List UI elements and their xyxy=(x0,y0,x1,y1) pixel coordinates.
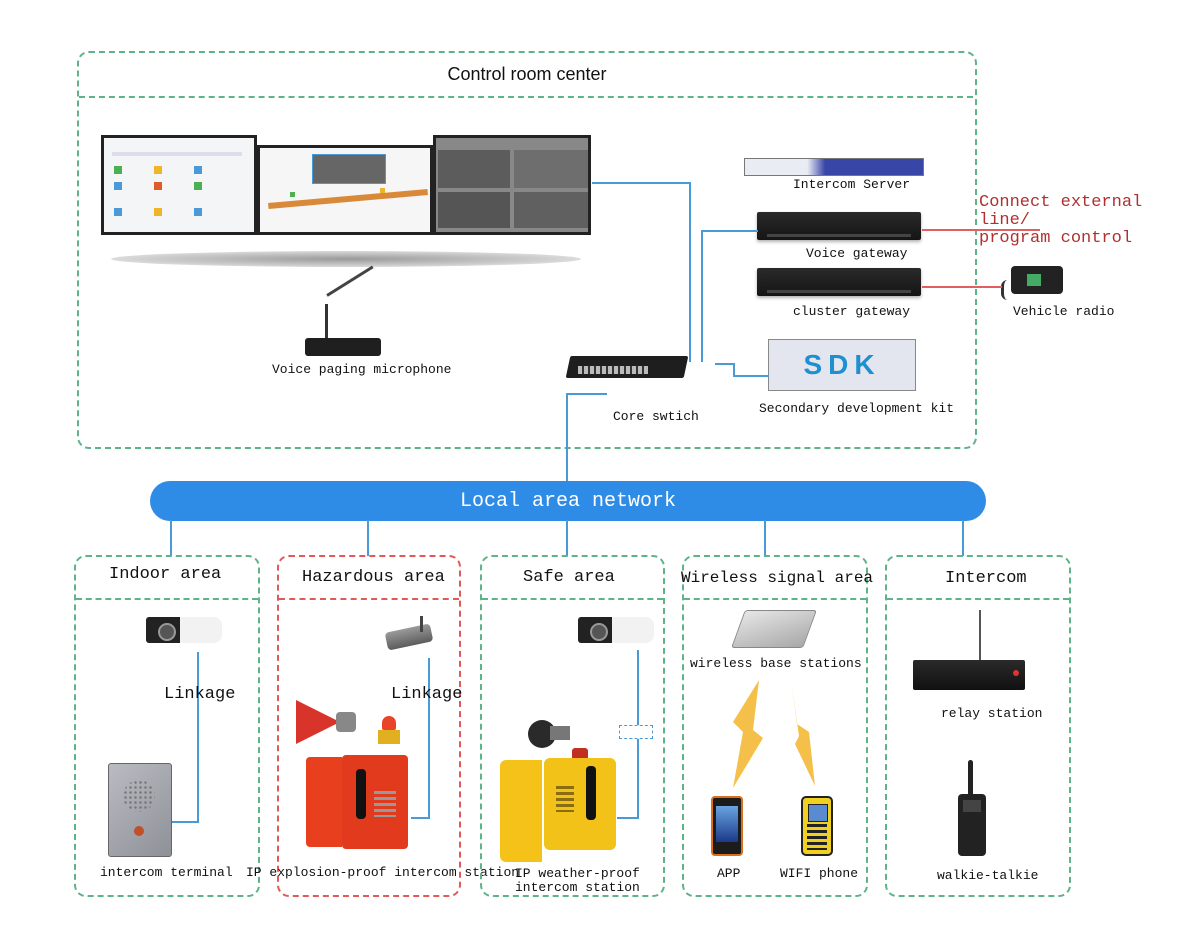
lightning-bolt-right xyxy=(791,680,815,786)
wire-external-line xyxy=(922,229,1040,231)
hazardous-link-wire-h xyxy=(411,817,430,819)
wifi-phone-label: WIFI phone xyxy=(780,866,859,881)
intercom-server-device xyxy=(744,158,924,176)
horn-speaker-red xyxy=(296,700,358,746)
explosion-proof-station xyxy=(306,755,410,851)
sdk-box: SDK xyxy=(768,339,916,391)
hazardous-area-divider xyxy=(279,598,459,600)
monitor-center xyxy=(257,145,433,235)
control-room-title: Control room center xyxy=(447,64,607,84)
safe-area-divider xyxy=(482,598,663,600)
wireless-area-box xyxy=(682,555,868,897)
hazardous-area-title: Hazardous area xyxy=(302,568,445,587)
hazardous-linkage-label: Linkage xyxy=(391,685,463,704)
lan-drop-hazardous xyxy=(367,520,369,556)
paging-microphone xyxy=(303,265,383,358)
monitor-right xyxy=(433,135,591,235)
wire-monitor-switch-h xyxy=(592,182,690,184)
safe-area-box xyxy=(480,555,665,897)
weather-proof-station xyxy=(500,748,618,866)
monitor-left xyxy=(101,135,257,235)
lan-drop-safe xyxy=(566,520,568,556)
safe-area-title: Safe area xyxy=(523,568,615,587)
wire-sdk-2 xyxy=(733,363,735,376)
hazardous-area-box xyxy=(277,555,461,897)
lan-drop-wireless xyxy=(764,520,766,556)
lan-drop-intercom xyxy=(962,520,964,556)
indoor-link-wire-v xyxy=(197,652,199,822)
wire-sdk-3 xyxy=(733,375,769,377)
cluster-gateway-label: cluster gateway xyxy=(793,304,911,319)
sdk-logo: SDK xyxy=(803,349,881,380)
wireless-signal-icon xyxy=(733,680,815,788)
control-room-divider xyxy=(79,96,973,98)
wire-gateway-v xyxy=(701,230,703,362)
control-room-box xyxy=(77,51,977,449)
relay-station-device xyxy=(913,610,1025,696)
hazardous-camera xyxy=(384,616,436,656)
wire-switch-lan-v xyxy=(566,393,568,483)
weather-proof-station-label: IP weather-proof intercom station xyxy=(515,867,640,895)
safe-linkage-tag xyxy=(619,725,653,739)
vehicle-radio-device xyxy=(997,262,1067,302)
weather-proof-station-label-line2: intercom station xyxy=(515,880,640,895)
cluster-gateway-device xyxy=(757,268,921,296)
intercom-area-box xyxy=(885,555,1071,897)
external-line-note-line2: program control xyxy=(979,229,1133,248)
indoor-area-divider xyxy=(76,598,258,600)
safe-camera-lens xyxy=(590,623,608,641)
lan-drop-indoor xyxy=(170,520,172,556)
weather-proof-station-label-line1: IP weather-proof xyxy=(515,866,640,881)
wire-vehicle-radio xyxy=(922,286,1002,288)
wire-sdk-1 xyxy=(715,363,733,365)
relay-station-label: relay station xyxy=(941,706,1043,721)
intercom-terminal-label: intercom terminal xyxy=(100,865,233,880)
core-switch-device xyxy=(565,346,689,382)
wire-gateway-h xyxy=(701,230,758,232)
safe-link-wire-h xyxy=(617,817,639,819)
intercom-area-divider xyxy=(887,598,1069,600)
hazardous-link-wire-v xyxy=(428,658,430,818)
lan-bar: Local area network xyxy=(150,481,986,521)
walkie-talkie-device xyxy=(958,760,986,858)
indoor-link-wire-h xyxy=(170,821,199,823)
lan-label: Local area network xyxy=(459,489,677,513)
wireless-area-divider xyxy=(684,598,866,600)
intercom-server-label: Intercom Server xyxy=(793,177,911,192)
monitor-wall xyxy=(101,135,591,267)
intercom-area-title: Intercom xyxy=(945,569,1027,588)
external-line-note-line1: Connect external line/ xyxy=(979,193,1143,230)
external-line-note: Connect external line/ program control xyxy=(979,194,1200,248)
app-phone-device xyxy=(711,796,743,856)
walkie-talkie-label: walkie-talkie xyxy=(937,868,1039,883)
horn-speaker-black xyxy=(528,716,570,752)
wire-switch-lan-h xyxy=(567,393,607,395)
voice-gateway-device xyxy=(757,212,921,240)
wire-monitor-switch-v xyxy=(689,182,691,362)
indoor-area-title: Indoor area xyxy=(109,565,222,584)
paging-microphone-label: Voice paging microphone xyxy=(272,362,452,377)
wifi-phone-device xyxy=(801,796,833,856)
wireless-area-title: Wireless signal area xyxy=(681,569,874,587)
intercom-terminal-device xyxy=(108,763,172,857)
voice-gateway-label: Voice gateway xyxy=(806,246,908,261)
monitor-shadow xyxy=(111,251,581,267)
app-label: APP xyxy=(717,866,741,881)
core-switch-label: Core swtich xyxy=(613,409,699,424)
wireless-base-station-device xyxy=(731,610,817,648)
lightning-bolt-left xyxy=(733,680,763,788)
vehicle-radio-label: Vehicle radio xyxy=(1013,304,1115,319)
alarm-beacon xyxy=(378,716,400,746)
wireless-base-station-label: wireless base stations xyxy=(690,656,862,671)
indoor-area-box xyxy=(74,555,260,897)
indoor-linkage-label: Linkage xyxy=(164,685,236,704)
sdk-label: Secondary development kit xyxy=(759,401,955,416)
indoor-camera-lens xyxy=(158,623,176,641)
explosion-proof-station-label: IP explosion-proof intercom station xyxy=(246,865,520,880)
